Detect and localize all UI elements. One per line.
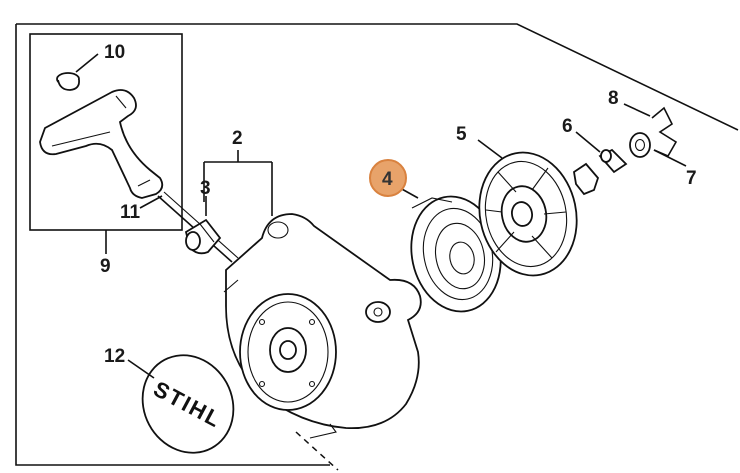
part-8-spring-clip bbox=[651, 106, 678, 158]
label-3: 3 bbox=[200, 178, 211, 199]
leader-11 bbox=[139, 195, 163, 209]
label-2: 2 bbox=[232, 128, 243, 149]
housing-dash-line bbox=[295, 431, 339, 471]
leader-10 bbox=[75, 53, 99, 73]
diagram-frame bbox=[15, 23, 739, 466]
part-12-logo-badge bbox=[141, 354, 235, 454]
leader-2 bbox=[203, 150, 273, 216]
label-5: 5 bbox=[456, 124, 467, 145]
label-6: 6 bbox=[562, 116, 573, 137]
label-12: 12 bbox=[104, 346, 125, 367]
leader-6 bbox=[575, 131, 601, 153]
label-8: 8 bbox=[608, 88, 619, 109]
part-9-starter-grip bbox=[39, 89, 164, 199]
part-4-rewind-spring bbox=[410, 195, 502, 313]
leader-5 bbox=[477, 139, 503, 159]
part-2-fan-housing bbox=[223, 213, 422, 471]
leader-4 bbox=[399, 187, 419, 199]
label-10: 10 bbox=[104, 42, 125, 63]
leader-7 bbox=[653, 149, 687, 167]
leader-12 bbox=[127, 359, 155, 379]
label-9: 9 bbox=[100, 256, 111, 277]
part-3-rope-guide bbox=[184, 218, 222, 255]
part-5-rope-rotor bbox=[478, 151, 578, 277]
part-7-washer bbox=[629, 132, 651, 158]
label-4: 4 bbox=[382, 169, 393, 190]
label-7: 7 bbox=[686, 168, 697, 189]
part-10-plug bbox=[56, 72, 80, 91]
label-11: 11 bbox=[120, 202, 141, 223]
part-4-highlight-circle bbox=[369, 159, 407, 197]
part-6-pawl bbox=[573, 148, 628, 196]
leader-8 bbox=[623, 103, 651, 117]
